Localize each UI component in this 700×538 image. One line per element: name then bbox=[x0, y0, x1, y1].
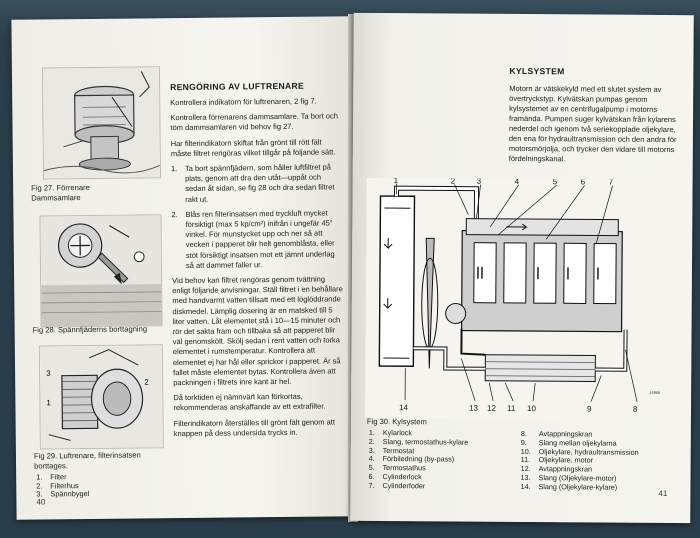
diagram-label: 14 bbox=[399, 403, 409, 412]
diagram-label: 4 bbox=[515, 178, 520, 186]
paragraph: Kontrollera indikatorn för luftrenaren, … bbox=[170, 96, 317, 108]
filter-removal-illustration: 3 1 2 bbox=[40, 345, 163, 449]
cooling-system-svg: 14966 1 2 3 4 5 6 7 14 13 12 11 10 9 8 bbox=[364, 178, 685, 421]
right-page: KYLSYSTEM Motorn är vätskekyld med ett s… bbox=[350, 12, 694, 524]
paragraph: Då torktiden ej nämnvärt kan förkortas, … bbox=[173, 392, 326, 413]
right-body-text: Motorn är vätskekyld med ett slutet syst… bbox=[509, 84, 684, 170]
diagram-label: 3 bbox=[477, 178, 482, 186]
precleaner-illustration bbox=[42, 67, 161, 179]
diagram-label: 7 bbox=[609, 178, 614, 187]
paragraph: Filterindikatorn återställes till grönt … bbox=[173, 417, 335, 439]
diagram-label: 9 bbox=[587, 404, 592, 413]
left-body-text: Kontrollera indikatorn för luftrenaren, … bbox=[170, 96, 346, 444]
paragraph: Vid behov kan filtret rengöras genom tvä… bbox=[172, 274, 343, 388]
diagram-label: 6 bbox=[581, 178, 586, 187]
right-heading: KYLSYSTEM bbox=[509, 65, 565, 77]
diagram-label: 11 bbox=[507, 404, 516, 413]
step-item: 2. Blås ren filterinsatsen med tryckluft… bbox=[171, 208, 335, 270]
spring-removal-illustration bbox=[40, 215, 162, 327]
figure-30-legend-left: 1.Kylarlock 2.Slang, termostathus-kylare… bbox=[368, 428, 518, 492]
figure-30-legend-right: 8.Avtappningskran 9.Slang mellan oljekyl… bbox=[520, 429, 682, 493]
diagram-code: 14966 bbox=[649, 390, 661, 395]
figure-27-image bbox=[41, 66, 162, 180]
radiator-shape bbox=[378, 195, 416, 367]
figure-27-caption: Fig 27. Förrenare Dammsamlare bbox=[31, 182, 90, 203]
figure-28-caption: Fig 28. Spännfjäderns borttagning bbox=[32, 324, 148, 335]
figure-29-image: 3 1 2 bbox=[38, 344, 164, 450]
diagram-label: 2 bbox=[451, 178, 456, 186]
paragraph: Kontrollera förrenarens dammsamlare. Ta … bbox=[170, 111, 338, 133]
figure-30-caption: Fig 30. Kylsystem bbox=[366, 416, 427, 427]
left-heading: RENGÖRING AV LUFTRENARE bbox=[170, 80, 305, 93]
figure-28-image bbox=[39, 214, 163, 328]
diagram-label: 1 bbox=[394, 178, 399, 185]
legend-item: 7.Cylinderfoder bbox=[368, 480, 426, 491]
svg-text:3: 3 bbox=[46, 369, 51, 378]
svg-text:2: 2 bbox=[144, 378, 148, 387]
figure-29-legend: 1.Filter 2.Filterhus 3.Spännbygel bbox=[36, 472, 89, 499]
right-page-number: 41 bbox=[658, 488, 668, 499]
diagram-label: 8 bbox=[633, 405, 638, 414]
svg-text:1: 1 bbox=[46, 398, 50, 407]
left-page-number: 40 bbox=[36, 497, 46, 507]
diagram-label: 10 bbox=[527, 404, 537, 413]
paragraph: Motorn är vätskekyld med ett slutet syst… bbox=[508, 83, 677, 164]
left-page: Fig 27. Förrenare Dammsamlare Fig 28. Sp… bbox=[11, 16, 357, 520]
diagram-label: 12 bbox=[487, 404, 497, 413]
paragraph: Har filterindikatorn skiftat från grönt … bbox=[170, 137, 336, 158]
diagram-label: 5 bbox=[553, 178, 558, 186]
step-item: 1. Ta bort spännfjädern, som håller luft… bbox=[170, 162, 335, 204]
cooling-system-diagram: 14966 1 2 3 4 5 6 7 14 13 12 11 10 9 8 bbox=[364, 178, 685, 421]
diagram-label: 13 bbox=[469, 404, 479, 413]
figure-29-caption: Fig 29. Luftrenare, filterinsatsen bortt… bbox=[33, 450, 141, 471]
